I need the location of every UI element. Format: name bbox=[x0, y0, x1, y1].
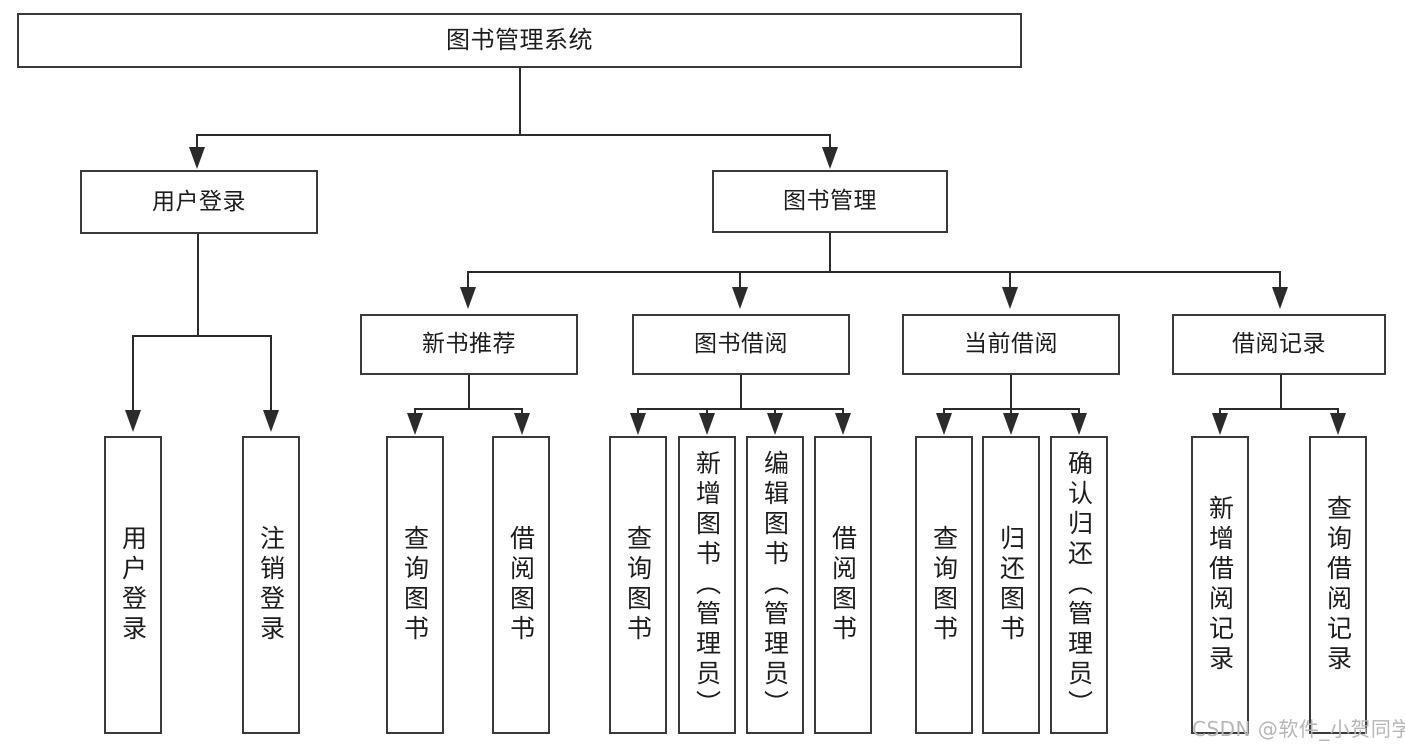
node-label: 借阅图书 bbox=[828, 525, 858, 645]
leaf-logout[interactable]: 注销登录 bbox=[242, 436, 300, 734]
node-label: 归还图书 bbox=[996, 525, 1026, 645]
node-label: 新增借阅记录 bbox=[1205, 495, 1235, 675]
arrow-root-to-book-manage bbox=[822, 147, 838, 169]
node-label: 查询借阅记录 bbox=[1323, 495, 1353, 675]
connector-new-book-bar bbox=[414, 408, 523, 410]
node-label: 查询图书 bbox=[929, 525, 959, 645]
connector-borrow-record-bar bbox=[1219, 408, 1338, 410]
connector-bm-to-n4 bbox=[1279, 271, 1281, 293]
leaf-borrow-record-add-record[interactable]: 新增借阅记录 bbox=[1191, 436, 1249, 734]
node-label: 图书管理系统 bbox=[446, 25, 593, 54]
node-label: 新增图书（管理员） bbox=[692, 450, 722, 720]
connector-borrow-record-trunk bbox=[1280, 375, 1282, 410]
node-label: 图书管理 bbox=[783, 188, 877, 215]
arrow-bb-leaf-3 bbox=[767, 413, 783, 435]
node-label: 确认归还（管理员） bbox=[1064, 450, 1094, 720]
arrow-bb-leaf-2 bbox=[699, 413, 715, 435]
connector-current-borrow-trunk bbox=[1010, 375, 1012, 410]
arrow-cb-leaf-3 bbox=[1071, 413, 1087, 435]
node-label: 借阅记录 bbox=[1232, 331, 1326, 358]
leaf-user-login[interactable]: 用户登录 bbox=[104, 436, 162, 734]
connector-root-bar bbox=[196, 134, 830, 136]
arrow-user-login-leaf-1 bbox=[125, 410, 141, 432]
leaf-book-borrow-borrow-book[interactable]: 借阅图书 bbox=[814, 436, 872, 734]
leaf-new-book-query-book[interactable]: 查询图书 bbox=[386, 436, 444, 734]
arrow-bb-leaf-1 bbox=[630, 413, 646, 435]
leaf-current-borrow-query-book[interactable]: 查询图书 bbox=[915, 436, 973, 734]
node-borrow-record[interactable]: 借阅记录 bbox=[1172, 314, 1386, 375]
connector-user-login-trunk bbox=[197, 234, 199, 337]
connector-root-to-book-manage bbox=[829, 134, 831, 154]
node-label: 查询图书 bbox=[623, 525, 653, 645]
arrow-bm-to-borrow-record bbox=[1272, 287, 1288, 309]
arrow-nb-leaf-1 bbox=[407, 413, 423, 435]
leaf-book-borrow-add-book-admin[interactable]: 新增图书（管理员） bbox=[678, 436, 736, 734]
leaf-book-borrow-query-book[interactable]: 查询图书 bbox=[609, 436, 667, 734]
arrow-user-login-leaf-2 bbox=[263, 410, 279, 432]
connector-book-borrow-trunk bbox=[740, 375, 742, 410]
node-user-login[interactable]: 用户登录 bbox=[80, 170, 318, 234]
node-label: 当前借阅 bbox=[964, 331, 1058, 358]
connector-root-trunk bbox=[519, 68, 521, 136]
connector-user-login-bar bbox=[132, 335, 271, 337]
node-new-book-recommend[interactable]: 新书推荐 bbox=[360, 314, 578, 375]
leaf-book-borrow-edit-book-admin[interactable]: 编辑图书（管理员） bbox=[746, 436, 804, 734]
connector-root-to-user-login bbox=[196, 134, 198, 154]
node-label: 新书推荐 bbox=[422, 331, 516, 358]
node-current-borrow[interactable]: 当前借阅 bbox=[902, 314, 1120, 375]
arrow-bb-leaf-4 bbox=[835, 413, 851, 435]
leaf-borrow-record-query-record[interactable]: 查询借阅记录 bbox=[1309, 436, 1367, 734]
leaf-current-borrow-return-book[interactable]: 归还图书 bbox=[982, 436, 1040, 734]
arrow-cb-leaf-2 bbox=[1003, 413, 1019, 435]
node-label: 用户登录 bbox=[152, 188, 246, 215]
node-label: 借阅图书 bbox=[506, 525, 536, 645]
node-label: 注销登录 bbox=[256, 525, 286, 645]
leaf-current-borrow-confirm-return-admin[interactable]: 确认归还（管理员） bbox=[1050, 436, 1108, 734]
leaf-new-book-borrow-book[interactable]: 借阅图书 bbox=[492, 436, 550, 734]
connector-user-login-leaf-2 bbox=[270, 335, 272, 415]
arrow-nb-leaf-2 bbox=[514, 413, 530, 435]
connector-book-borrow-bar bbox=[637, 408, 844, 410]
node-label: 查询图书 bbox=[400, 525, 430, 645]
node-label: 用户登录 bbox=[118, 525, 148, 645]
connector-user-login-leaf-1 bbox=[132, 335, 134, 415]
connector-book-manage-bar bbox=[467, 271, 1281, 273]
node-book-management[interactable]: 图书管理 bbox=[712, 170, 948, 233]
arrow-cb-leaf-1 bbox=[936, 413, 952, 435]
connector-new-book-trunk bbox=[468, 375, 470, 410]
arrow-bm-to-book-borrow bbox=[732, 287, 748, 309]
arrow-bm-to-new-book bbox=[460, 287, 476, 309]
arrow-root-to-user-login bbox=[189, 147, 205, 169]
node-root-book-management-system[interactable]: 图书管理系统 bbox=[17, 13, 1022, 68]
arrow-br-leaf-1 bbox=[1212, 413, 1228, 435]
node-label: 图书借阅 bbox=[694, 331, 788, 358]
connector-bm-to-n3 bbox=[1009, 271, 1011, 293]
connector-bm-to-n2 bbox=[739, 271, 741, 293]
node-book-borrow[interactable]: 图书借阅 bbox=[632, 314, 850, 375]
arrow-bm-to-current-borrow bbox=[1002, 287, 1018, 309]
node-label: 编辑图书（管理员） bbox=[760, 450, 790, 720]
connector-bm-to-n1 bbox=[467, 271, 469, 293]
arrow-br-leaf-2 bbox=[1330, 413, 1346, 435]
connector-book-manage-trunk bbox=[829, 233, 831, 273]
